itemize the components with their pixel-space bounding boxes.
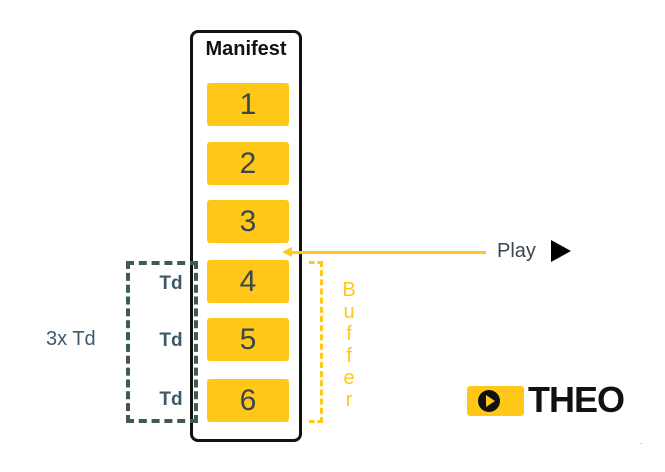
play-label: Play bbox=[497, 240, 536, 262]
segment-2: 2 bbox=[207, 142, 289, 185]
buffer-letter-2: u bbox=[343, 301, 355, 323]
td-divider bbox=[194, 261, 198, 423]
buffer-letter-1: B bbox=[342, 279, 356, 301]
manifest-container bbox=[190, 30, 302, 442]
td-label-2: Td bbox=[159, 330, 183, 351]
buffer-bracket bbox=[309, 261, 323, 423]
segment-6: 6 bbox=[207, 379, 289, 422]
corner-mark: · bbox=[640, 438, 643, 448]
play-triangle-icon bbox=[551, 240, 571, 262]
td-label-1: Td bbox=[159, 273, 183, 294]
play-pointer-arrowhead bbox=[282, 247, 292, 257]
segment-1: 1 bbox=[207, 83, 289, 126]
manifest-title: Manifest bbox=[205, 38, 287, 60]
td-label-3: Td bbox=[159, 389, 183, 410]
play-pointer-line bbox=[290, 251, 486, 254]
segment-4: 4 bbox=[207, 260, 289, 303]
buffer-letter-6: r bbox=[345, 389, 353, 411]
segment-5: 5 bbox=[207, 318, 289, 361]
theo-logo-text: THEO bbox=[528, 379, 625, 420]
buffer-letter-5: e bbox=[343, 367, 355, 389]
buffer-letter-3: f bbox=[346, 323, 352, 345]
segment-3: 3 bbox=[207, 200, 289, 243]
theo-play-icon bbox=[467, 386, 524, 416]
three-td-label: 3x Td bbox=[46, 328, 96, 350]
td-bracket bbox=[126, 261, 198, 423]
buffer-letter-4: f bbox=[346, 345, 352, 367]
